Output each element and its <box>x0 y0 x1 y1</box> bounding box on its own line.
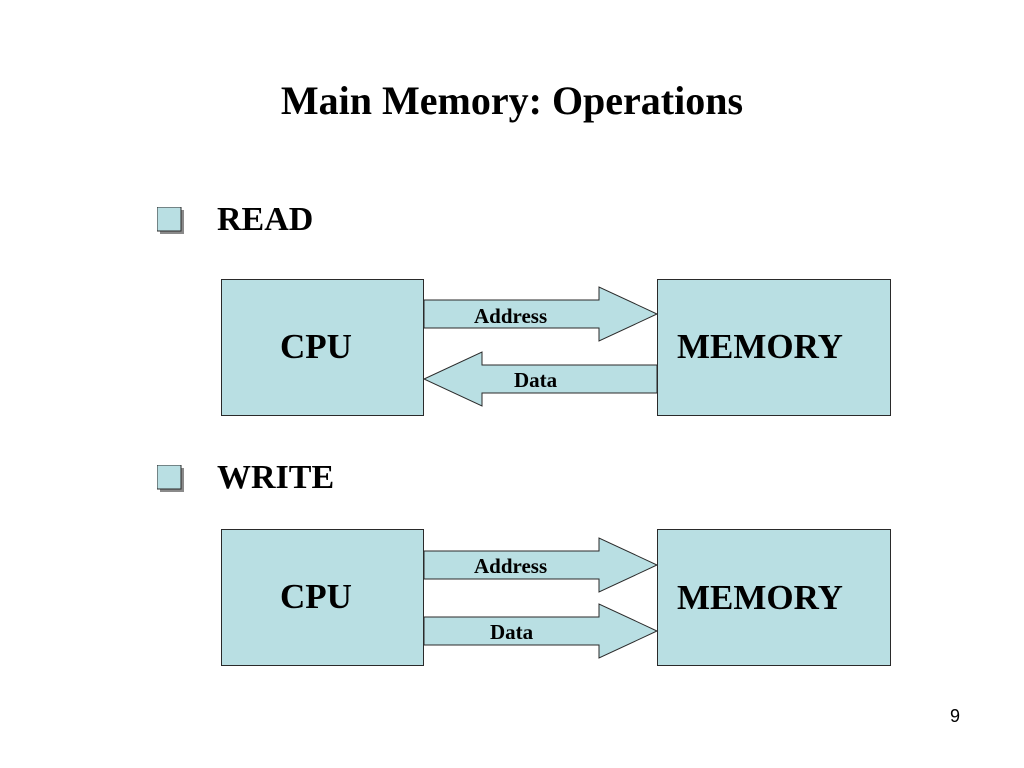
cpu-box-read: CPU <box>221 279 424 416</box>
address-arrow-label: Address <box>474 304 548 328</box>
address-arrow-right-icon <box>423 286 659 342</box>
memory-box-read: MEMORY <box>657 279 891 416</box>
bullet-square-icon <box>156 464 184 492</box>
write-heading: WRITE <box>217 459 335 496</box>
read-heading: READ <box>217 201 314 238</box>
address-arrow-label: Address <box>474 554 548 578</box>
memory-box-label: MEMORY <box>677 327 843 366</box>
memory-box-write: MEMORY <box>657 529 891 666</box>
cpu-box-write: CPU <box>221 529 424 666</box>
page-number: 9 <box>950 706 961 726</box>
data-arrow-right-icon <box>423 603 659 659</box>
data-arrow-label: Data <box>490 620 534 644</box>
address-arrow-right-icon <box>423 537 659 593</box>
bullet-square-icon <box>156 206 184 234</box>
data-arrow-left-icon <box>422 351 658 407</box>
cpu-box-label: CPU <box>280 577 352 616</box>
slide-title: Main Memory: Operations <box>280 78 744 123</box>
cpu-box-label: CPU <box>280 327 352 366</box>
memory-box-label: MEMORY <box>677 578 843 617</box>
data-arrow-label: Data <box>514 368 558 392</box>
